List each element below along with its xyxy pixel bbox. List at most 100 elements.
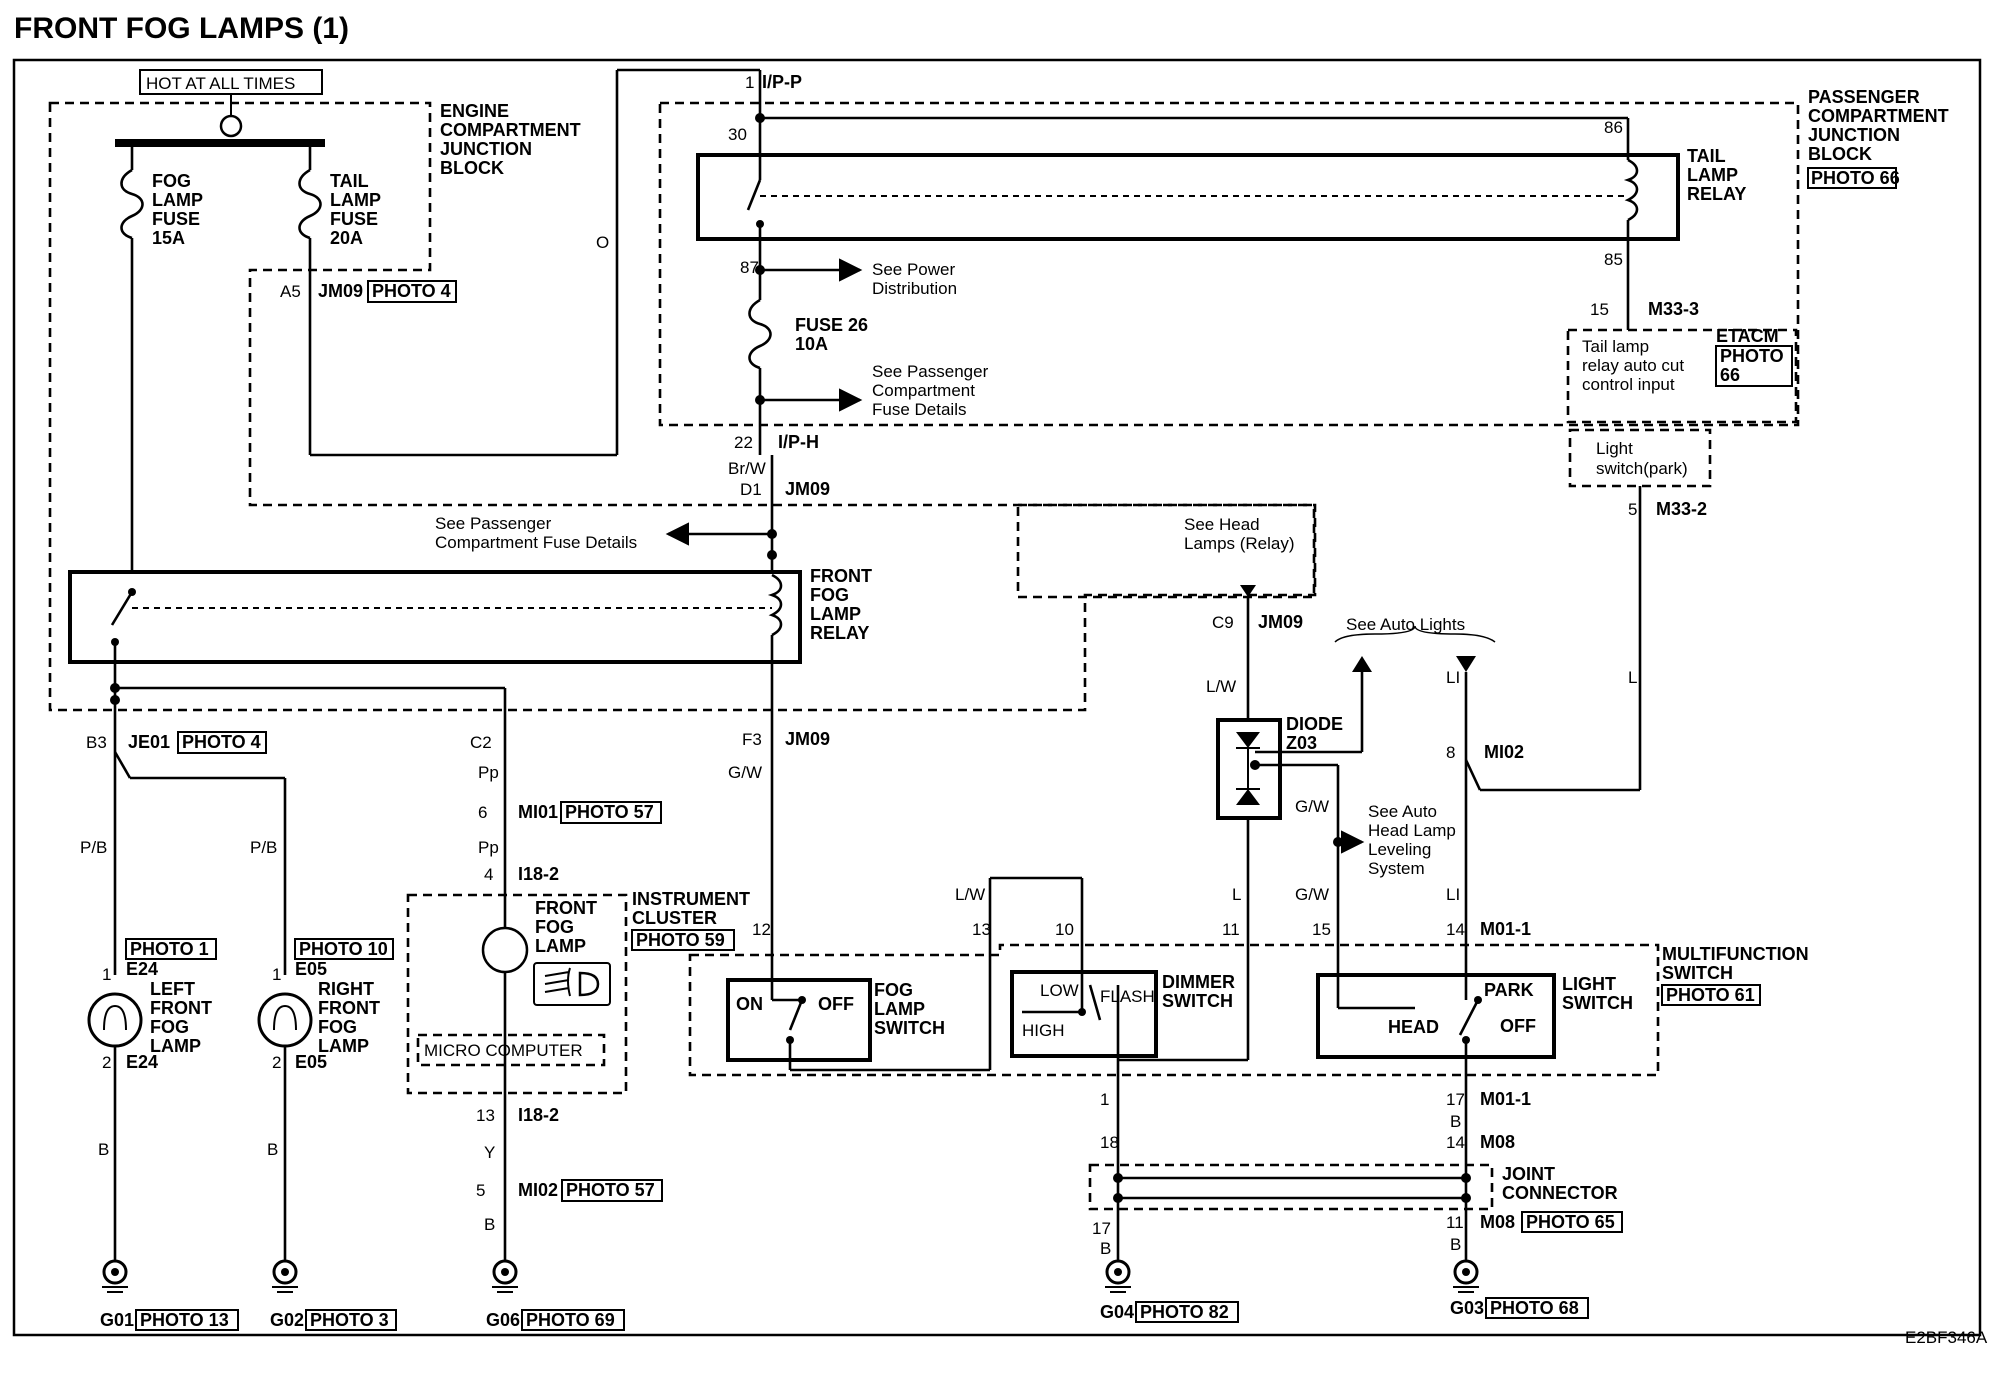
fog-lamp-switch <box>726 978 872 1062</box>
svg-text:FRONT: FRONT <box>535 898 597 918</box>
right-lamp-label: RIGHT FRONT FOG LAMP <box>318 979 380 1056</box>
tail-lamp-relay <box>696 153 1680 241</box>
dimmer-label: DIMMER SWITCH <box>1162 972 1235 1011</box>
photo-4-je01: PHOTO 4 <box>182 732 261 752</box>
pin-18: 18 <box>1100 1133 1119 1152</box>
photo-65-label: PHOTO 65 <box>1526 1212 1615 1232</box>
svg-text:Distribution: Distribution <box>872 279 957 298</box>
photo-66-label: PHOTO 66 <box>1811 168 1900 188</box>
svg-text:See Head: See Head <box>1184 515 1260 534</box>
photo-82-label: PHOTO 82 <box>1140 1302 1229 1322</box>
pin-87: 87 <box>740 258 759 277</box>
tail-relay-label: TAIL LAMP RELAY <box>1687 146 1746 204</box>
e24-top: E24 <box>126 959 158 979</box>
fog-indicator-bulb-icon <box>481 926 529 974</box>
wire-b-g03: B <box>1450 1235 1461 1254</box>
svg-text:JUNCTION: JUNCTION <box>1808 125 1900 145</box>
svg-text:LAMP: LAMP <box>152 190 203 210</box>
tail-relay-contact <box>746 179 762 211</box>
mi01-connector: MI01 <box>518 802 558 822</box>
hot-label: HOT AT ALL TIMES <box>146 74 295 93</box>
wire-lw: L/W <box>1206 677 1236 696</box>
diode-lower-icon <box>1236 789 1260 805</box>
connector-a5: A5 <box>280 282 301 301</box>
pin-11-m08: 11 <box>1446 1213 1464 1232</box>
i182-connector-bottom: I18-2 <box>518 1105 559 1125</box>
light-switch-label: LIGHT SWITCH <box>1562 974 1633 1013</box>
engine-block-label: ENGINE COMPARTMENT JUNCTION BLOCK <box>440 101 581 178</box>
front-fog-lamp-relay <box>68 570 802 664</box>
svg-text:CONNECTOR: CONNECTOR <box>1502 1183 1618 1203</box>
multifunction-switch <box>688 943 1660 1077</box>
ground-g06-label: G06 <box>486 1310 520 1330</box>
o-mark: O <box>596 233 609 252</box>
svg-text:Light: Light <box>1596 439 1633 458</box>
m333-pin: 15 <box>1590 300 1609 319</box>
svg-text:Fuse Details: Fuse Details <box>872 400 966 419</box>
tail-fuse-label: TAIL LAMP FUSE 20A <box>330 171 381 248</box>
fog-switch-on: ON <box>736 994 763 1014</box>
svg-text:Leveling: Leveling <box>1368 840 1431 859</box>
fog-fuse-label: FOG LAMP FUSE 15A <box>152 171 203 248</box>
dimmer-high: HIGH <box>1022 1021 1065 1040</box>
passenger-junction-block-outline <box>658 101 1800 427</box>
pin-2-right: 2 <box>272 1053 281 1072</box>
svg-text:See Passenger: See Passenger <box>872 362 989 381</box>
pin-12: 12 <box>752 920 771 939</box>
ground-g04-icon <box>1105 1259 1131 1293</box>
ground-g01-label: G01 <box>100 1310 134 1330</box>
svg-text:COMPARTMENT: COMPARTMENT <box>1808 106 1949 126</box>
svg-text:TAIL: TAIL <box>1687 146 1726 166</box>
engine-junction-block-outline <box>48 101 1317 712</box>
svg-text:SWITCH: SWITCH <box>874 1018 945 1038</box>
wire-b-right: B <box>267 1140 278 1159</box>
svg-text:System: System <box>1368 859 1425 878</box>
svg-text:LEFT: LEFT <box>150 979 195 999</box>
svg-text:COMPARTMENT: COMPARTMENT <box>440 120 581 140</box>
pin-2-left: 2 <box>102 1053 111 1072</box>
svg-text:15A: 15A <box>152 228 185 248</box>
pin-15: 15 <box>1312 920 1331 939</box>
wire-l: L <box>1232 885 1241 904</box>
pin-1-left: 1 <box>102 965 111 984</box>
connector-c9: C9 <box>1212 613 1234 632</box>
svg-text:FUSE: FUSE <box>330 209 378 229</box>
photo-1-label: PHOTO 1 <box>130 939 209 959</box>
ground-g02-label: G02 <box>270 1310 304 1330</box>
svg-text:DIODE: DIODE <box>1286 714 1343 734</box>
li-wire: LI <box>1446 668 1460 687</box>
m332-pin: 5 <box>1628 500 1637 519</box>
connector-jm09-c9: JM09 <box>1258 612 1303 632</box>
ground-g04-label: G04 <box>1100 1302 1134 1322</box>
svg-text:RIGHT: RIGHT <box>318 979 374 999</box>
svg-text:Compartment Fuse Details: Compartment Fuse Details <box>435 533 637 552</box>
svg-text:LAMP: LAMP <box>1687 165 1738 185</box>
photo-57-mi02: PHOTO 57 <box>566 1180 655 1200</box>
li-wire-lower: LI <box>1446 885 1460 904</box>
fog-switch-label: FOG LAMP SWITCH <box>874 980 945 1038</box>
connector-b3: B3 <box>86 733 107 752</box>
light-switch-head: HEAD <box>1388 1017 1439 1037</box>
see-auto-lights: See Auto Lights <box>1346 615 1465 634</box>
svg-text:BLOCK: BLOCK <box>1808 144 1872 164</box>
svg-text:Tail lamp: Tail lamp <box>1582 337 1649 356</box>
svg-text:See Auto: See Auto <box>1368 802 1437 821</box>
pin-14: 14 <box>1446 920 1465 939</box>
svg-text:PASSENGER: PASSENGER <box>1808 87 1920 107</box>
svg-text:LIGHT: LIGHT <box>1562 974 1616 994</box>
left-fog-lamp-icon <box>87 992 143 1048</box>
see-passenger-fuse-note-2: See Passenger Compartment Fuse Details <box>435 514 637 552</box>
pin-13: 13 <box>972 920 991 939</box>
pin-14-m08: 14 <box>1446 1133 1465 1152</box>
etacm-label: ETACM <box>1716 326 1779 346</box>
diode-upper-icon <box>1236 732 1260 748</box>
svg-text:Compartment: Compartment <box>872 381 975 400</box>
m011-connector-top: M01-1 <box>1480 919 1531 939</box>
photo-13-label: PHOTO 13 <box>140 1310 229 1330</box>
connector-c2: C2 <box>470 733 492 752</box>
svg-text:INSTRUMENT: INSTRUMENT <box>632 889 750 909</box>
dimmer-flash: FLASH <box>1100 987 1155 1006</box>
svg-text:switch(park): switch(park) <box>1596 459 1688 478</box>
ground-g01-icon <box>102 1259 128 1293</box>
